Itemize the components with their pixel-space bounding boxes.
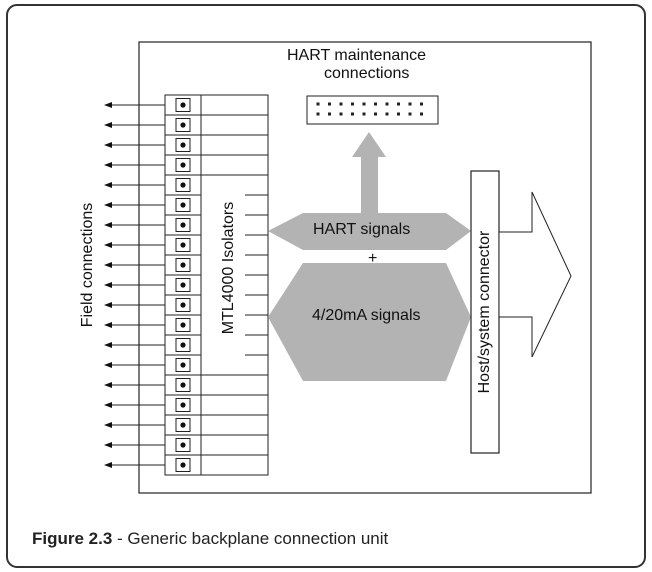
terminal-screw-dot (180, 382, 186, 388)
terminal-screw-dot (180, 342, 186, 348)
field-connection-arrowhead (104, 262, 112, 268)
host-connector-box (470, 170, 500, 454)
terminal-screw-dot (180, 142, 186, 148)
port-pin (316, 102, 320, 106)
terminal-screw-dot (180, 202, 186, 208)
field-connection-arrowhead (104, 342, 112, 348)
host-output-arrow (498, 191, 572, 358)
port-pin (374, 112, 377, 116)
field-connection-arrowhead (104, 322, 112, 328)
plus-sign: + (368, 250, 378, 267)
field-connection-arrowhead (104, 302, 112, 308)
hart-maintenance-label-line2: connections (324, 65, 410, 82)
port-pin (362, 102, 366, 106)
terminal-screw-dot (180, 322, 186, 328)
figure-caption: Figure 2.3 - Generic backplane connectio… (32, 529, 388, 549)
field-connection-arrowhead (104, 242, 112, 248)
terminal-screw-dot (180, 262, 186, 268)
port-pin (408, 102, 412, 106)
port-pin (328, 112, 331, 116)
port-pin (362, 112, 366, 116)
hart-signals-arrow (268, 213, 471, 250)
field-connection-arrowhead (104, 442, 112, 448)
hart-port-pins (316, 102, 423, 116)
field-connection-arrowhead (104, 362, 112, 368)
hart-signals-label: HART signals (313, 221, 411, 238)
terminal-screw-dot (180, 442, 186, 448)
port-pin (374, 102, 377, 106)
terminal-screw-dot (180, 402, 186, 408)
field-connection-arrowhead (104, 222, 112, 228)
port-pin (339, 102, 343, 106)
port-pin (351, 102, 354, 106)
ma-signals-label: 4/20mA signals (312, 307, 421, 324)
field-connection-arrowhead (104, 202, 112, 208)
hart-maintenance-label-line1: HART maintenance (287, 47, 427, 64)
terminal-screw-dot (180, 242, 186, 248)
caption-text: Generic backplane connection unit (127, 529, 389, 548)
field-connection-arrowhead (104, 182, 112, 188)
ma-signals-arrow (268, 263, 471, 381)
port-pin (420, 102, 423, 106)
port-pin (316, 112, 320, 116)
figure-frame (6, 4, 646, 568)
field-connection-arrowhead (104, 122, 112, 128)
port-pin (397, 102, 400, 106)
field-connection-arrowhead (104, 282, 112, 288)
isolators-label: MTL4000 Isolators (220, 201, 237, 335)
terminal-screw-dot (180, 122, 186, 128)
port-pin (385, 102, 389, 106)
field-connection-arrows (104, 102, 165, 468)
field-connection-arrowhead (104, 382, 112, 388)
terminal-screw-dot (180, 362, 186, 368)
port-pin (397, 112, 400, 116)
terminal-screw-dot (180, 182, 186, 188)
hart-up-arrow (352, 132, 386, 213)
terminal-screw-dot (180, 462, 186, 468)
field-connections-label: Field connections (79, 202, 96, 328)
field-connection-arrowhead (104, 402, 112, 408)
field-connection-arrowhead (104, 102, 112, 108)
field-connection-arrowhead (104, 422, 112, 428)
field-connection-arrowhead (104, 142, 112, 148)
terminal-screw-dot (180, 102, 186, 108)
terminal-screw-dot (180, 422, 186, 428)
terminal-screw-dot (180, 162, 186, 168)
field-connection-arrowhead (104, 162, 112, 168)
port-pin (351, 112, 354, 116)
hart-maintenance-port (306, 95, 439, 125)
terminal-screw-dot (180, 222, 186, 228)
port-pin (385, 112, 389, 116)
caption-separator: - (112, 529, 128, 548)
port-pin (408, 112, 412, 116)
terminal-screw-dot (180, 282, 186, 288)
host-connector-label: Host/system connector (476, 230, 493, 394)
field-connection-arrowhead (104, 462, 112, 468)
terminal-rows (165, 98, 268, 472)
port-pin (328, 102, 331, 106)
port-pin (339, 112, 343, 116)
terminal-screw-dot (180, 302, 186, 308)
port-pin (420, 112, 423, 116)
figure-number: Figure 2.3 (32, 529, 113, 548)
